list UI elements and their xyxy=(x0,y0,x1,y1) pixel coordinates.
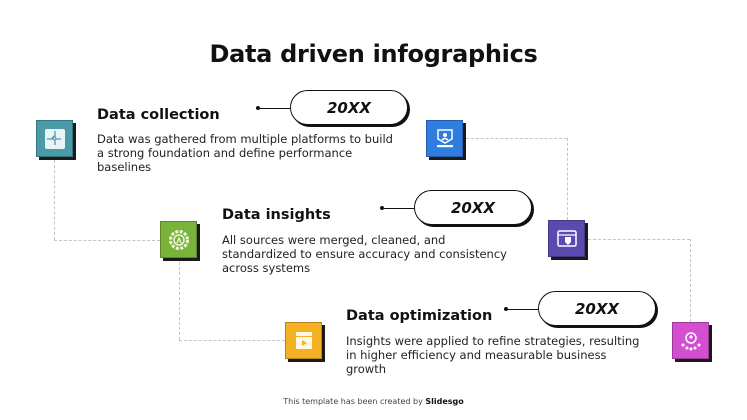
footer-brand: Slidesgo xyxy=(425,397,464,406)
connector-line xyxy=(506,309,538,310)
year-pill: 20XX xyxy=(414,190,532,225)
dashed-line xyxy=(466,138,567,139)
step-heading: Data collection xyxy=(97,107,220,123)
dashed-line xyxy=(54,240,160,241)
year-pill: 20XX xyxy=(538,291,656,326)
dashed-line xyxy=(179,340,285,341)
dashed-line xyxy=(54,160,55,240)
footer-credit: This template has been created by Slides… xyxy=(0,397,747,406)
puzzle-icon xyxy=(36,120,73,157)
step-heading: Data optimization xyxy=(346,308,493,324)
page-title: Data driven infographics xyxy=(209,40,538,68)
year-pill: 20XX xyxy=(290,90,408,125)
user-network-icon xyxy=(672,322,709,359)
connector-line xyxy=(382,208,414,209)
gear-icon xyxy=(160,221,197,258)
footer-text: This template has been created by xyxy=(283,397,426,406)
user-monitor-icon xyxy=(426,120,463,157)
connector-line xyxy=(258,108,290,109)
dashed-line xyxy=(588,239,690,240)
video-clapper-icon xyxy=(285,322,322,359)
step-description: Data was gathered from multiple platform… xyxy=(97,132,393,174)
browser-shield-icon xyxy=(548,220,585,257)
dashed-line xyxy=(179,262,180,340)
step-heading: Data insights xyxy=(222,207,331,223)
step-description: All sources were merged, cleaned, and st… xyxy=(222,233,507,275)
step-description: Insights were applied to refine strategi… xyxy=(346,334,640,376)
dashed-line xyxy=(690,239,691,322)
dashed-line xyxy=(567,138,568,220)
